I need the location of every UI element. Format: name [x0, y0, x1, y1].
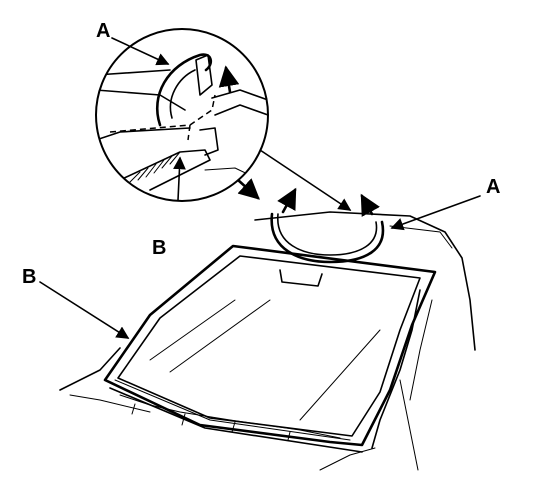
callout-leaders: [39, 37, 481, 339]
inset-leaders: [236, 149, 352, 211]
windshield: [103, 244, 437, 453]
callout-b-inset: B: [152, 237, 166, 259]
removal-arrows: [277, 187, 380, 217]
u-clip-a: [270, 212, 385, 264]
detail-inset: [95, 28, 269, 202]
callout-b-left: B: [22, 266, 36, 288]
callout-a-top: A: [96, 20, 110, 42]
callout-a-right: A: [486, 176, 500, 198]
